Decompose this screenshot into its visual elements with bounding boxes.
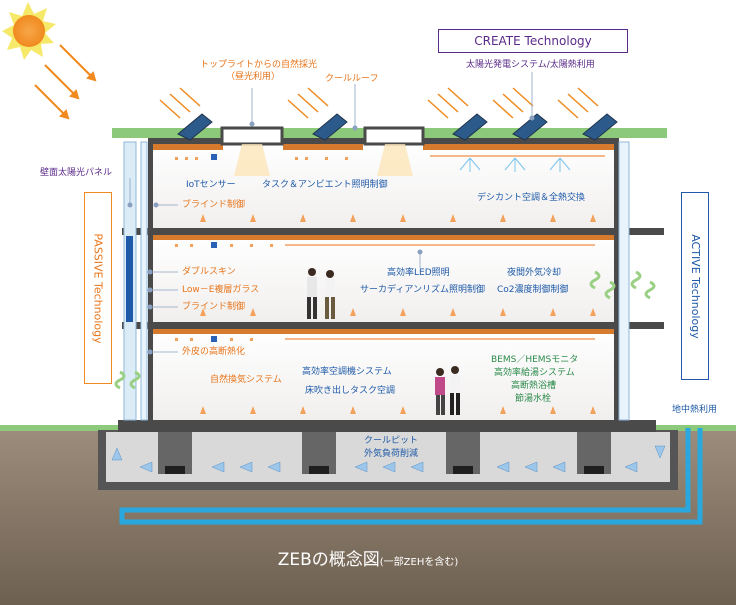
base-slab (118, 420, 656, 432)
create-technology-box: CREATE Technology (438, 29, 628, 53)
iot-sensor-icon (211, 154, 217, 342)
diagram-caption: ZEBの概念図(一部ZEHを含む) (0, 545, 736, 570)
label-natural-vent: 自然換気システム (210, 375, 282, 385)
label-desiccant: デシカント空調＆全熱交換 (477, 193, 586, 203)
label-iot-sensor: IoTセンサー (186, 180, 236, 190)
label-task-ambient: タスク＆アンビエント照明制御 (262, 180, 388, 190)
label-geo-heat: 地中熱利用 (672, 405, 718, 415)
label-water-heat: 高効率給湯システム (494, 368, 575, 378)
label-double-skin: ダブルスキン (182, 267, 236, 277)
label-floor-ac: 床吹き出しタスク空調 (305, 386, 396, 396)
ceiling-panels (153, 144, 614, 334)
toplights (220, 126, 425, 176)
geothermal-pipes (119, 428, 703, 525)
cool-pit-arrows (111, 445, 666, 473)
light-strips (285, 155, 605, 340)
caption-sub: (一部ZEHを含む) (379, 557, 459, 568)
label-blind-1: ブラインド制御 (182, 200, 246, 210)
label-air-load: 外気負荷削減 (364, 449, 419, 459)
passive-technology-box: PASSIVE Technology (84, 192, 112, 384)
label-insulation: 外皮の高断熱化 (182, 347, 246, 357)
floor-air-arrows (200, 214, 596, 414)
natural-vent-arrows (114, 270, 656, 390)
label-faucet: 節湯水栓 (515, 394, 552, 404)
label-solar-system: 太陽光発電システム/太陽熱利用 (466, 60, 595, 70)
active-technology-box: ACTIVE Technology (681, 192, 709, 380)
label-toplight: トップライトからの自然採光 (200, 60, 318, 70)
label-low-e: Low－E複層ガラス (182, 285, 260, 295)
label-circadian: サーカディアンリズム照明制御 (360, 285, 486, 295)
label-bems: BEMS／HEMSモニタ (491, 355, 579, 365)
leader-lines (129, 72, 533, 353)
sun-icon (2, 2, 56, 60)
solar-panel-icon (177, 113, 618, 141)
sunlight-arrows (34, 44, 97, 120)
label-bath: 高断熱浴槽 (511, 381, 557, 391)
roof-sun-arrows (159, 87, 599, 119)
label-night-purge: 夜間外気冷却 (507, 268, 562, 278)
cool-pit (106, 432, 670, 482)
label-hvac: 高効率空調機システム (302, 367, 392, 377)
label-co2: Co2濃度制御制御 (497, 285, 569, 295)
caption-main: ZEBの概念図 (277, 550, 380, 570)
light-dots (175, 157, 348, 341)
people-icon (307, 268, 460, 415)
desiccant-airflow (459, 157, 571, 172)
facade-glass (123, 141, 630, 421)
label-blind-2: ブラインド制御 (182, 302, 246, 312)
label-toplight-sub: （昼光利用） (226, 72, 281, 82)
label-wall-pv: 壁面太陽光パネル (40, 168, 113, 178)
label-led: 高効率LED照明 (387, 268, 450, 278)
label-cool-roof: クールルーフ (325, 74, 379, 84)
label-cool-pit: クールピット (364, 436, 419, 446)
